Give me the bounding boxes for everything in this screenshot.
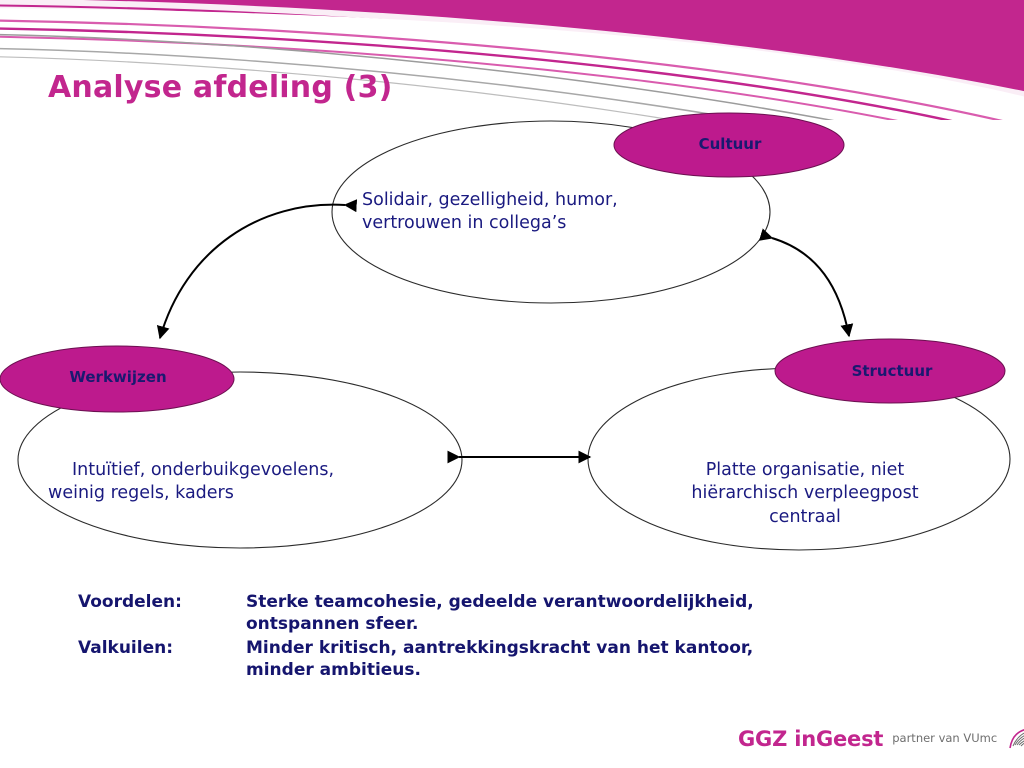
connector-cultuur-structuur: [758, 228, 854, 338]
node-label-werkwijzen[interactable]: Werkwijzen: [69, 368, 167, 386]
note-row-valkuilen: Valkuilen: Minder kritisch, aantrekkings…: [78, 638, 958, 681]
note-row-voordelen: Voordelen: Sterke teamcohesie, gedeelde …: [78, 592, 958, 635]
feather-icon: [1009, 729, 1024, 749]
node-body-structuur: Platte organisatie, niet hiërarchisch ve…: [691, 460, 919, 527]
note-description-valkuilen: Minder kritisch, aantrekkingskracht van …: [246, 638, 754, 680]
note-term-valkuilen: Valkuilen:: [78, 638, 174, 659]
note-term-voordelen: Voordelen:: [78, 592, 182, 612]
note-description-voordelen: Sterke teamcohesie, gedeelde verantwoord…: [246, 592, 754, 634]
connector-cultuur-werkwijzen: [156, 199, 358, 340]
ggz-ingeest-logo: GGZ inGeest partner van VUmc: [738, 726, 1024, 752]
notes-block: Voordelen: Sterke teamcohesie, gedeelde …: [78, 592, 958, 684]
node-body-werkwijzen: Intuïtief, onderbuikgevoelens, weinig re…: [48, 460, 335, 504]
node-label-cultuur[interactable]: Cultuur: [698, 135, 762, 153]
pill-werkwijzen[interactable]: [0, 345, 235, 413]
node-body-cultuur: Solidair, gezelligheid, humor, vertrouwe…: [362, 190, 618, 234]
pill-cultuur[interactable]: [613, 112, 845, 178]
node-label-structuur[interactable]: Structuur: [851, 362, 933, 380]
page-title: Analyse afdeling (3): [48, 70, 393, 105]
pill-structuur[interactable]: [774, 338, 1006, 404]
logo-tagline: partner van VUmc: [892, 731, 998, 745]
logo-wordmark: GGZ inGeest: [738, 727, 884, 751]
